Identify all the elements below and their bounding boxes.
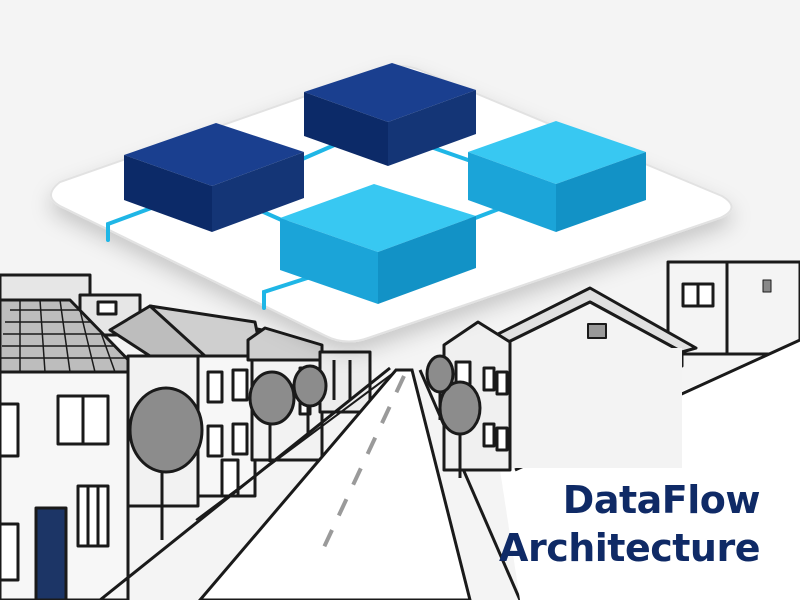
right-trees xyxy=(425,354,482,478)
right-houses xyxy=(442,260,800,600)
data-block-dark-1 xyxy=(124,123,304,232)
data-blocks xyxy=(124,63,646,304)
tree-5 xyxy=(425,354,455,394)
road xyxy=(99,366,522,600)
left-trees xyxy=(128,364,328,540)
data-block-dark-2 xyxy=(304,63,476,166)
data-block-light-1 xyxy=(468,121,646,232)
title-line-1: DataFlow xyxy=(562,478,761,522)
right-building-far xyxy=(666,260,800,356)
title-line-2: Architecture xyxy=(499,526,760,570)
tree-1 xyxy=(128,386,204,474)
data-block-light-2 xyxy=(280,184,476,304)
tree-3 xyxy=(292,364,328,408)
title-block: DataFlow Architecture xyxy=(499,476,760,572)
tree-2 xyxy=(248,370,296,426)
left-house-door xyxy=(34,506,68,600)
